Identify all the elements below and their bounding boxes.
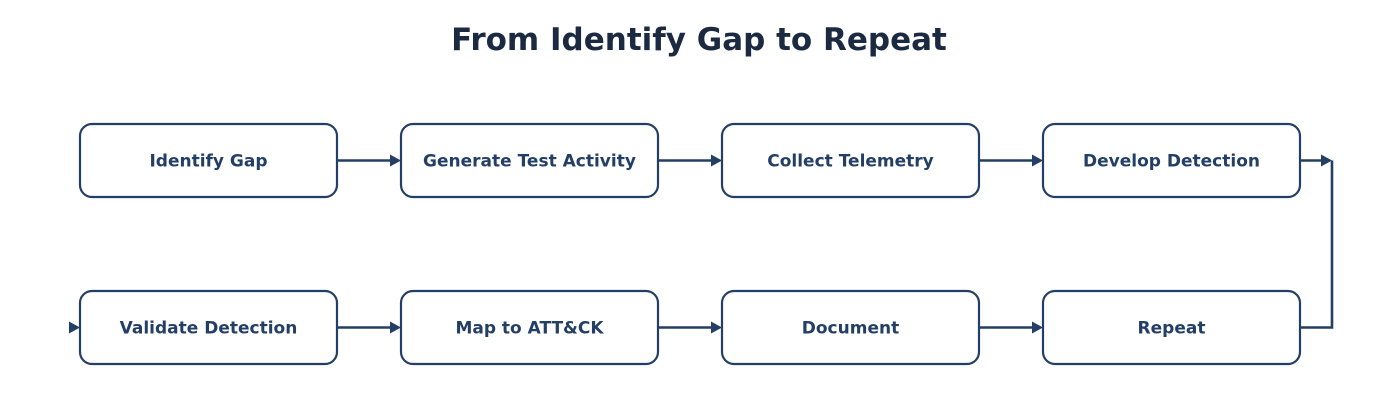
step-label: Identify Gap [149,152,267,172]
step-box [1041,122,1302,199]
step-label: Generate Test Activity [423,152,636,172]
step-node-identify-gap: Identify Gap [78,122,339,199]
connectors [69,154,1334,334]
arrowhead-icon [711,321,722,334]
step-node-develop-detection: Develop Detection [1041,122,1302,199]
step-box [720,122,981,199]
step-label: Validate Detection [120,319,298,339]
arrowhead-icon [1032,321,1043,334]
arrowhead-icon [1321,154,1332,167]
process-nodes: Identify Gap Generate Test Activity Collec… [78,122,1302,366]
step-label: Document [802,319,899,339]
step-box [399,289,660,366]
step-label: Collect Telemetry [767,152,934,172]
wrap-connector [1300,160,1334,329]
step-label: Map to ATT&CK [455,319,604,339]
step-box [78,289,339,366]
arrowhead-icon [390,154,401,167]
arrowhead-icon [390,321,401,334]
step-box [720,289,981,366]
arrowhead-icon [1032,154,1043,167]
step-box [1041,289,1302,366]
diagram-title: From Identify Gap to Repeat [451,22,947,58]
step-node-validate-detection: Validate Detection [78,289,339,366]
step-node-document: Document [720,289,981,366]
step-label: Repeat [1138,319,1206,339]
step-node-map-to-attandck: Map to ATT&CK [399,289,660,366]
step-node-repeat: Repeat [1041,289,1302,366]
step-label: Develop Detection [1083,152,1260,172]
step-node-generate-test-activity: Generate Test Activity [399,122,660,199]
step-box [399,122,660,199]
arrowhead-icon [69,321,80,334]
step-node-collect-telemetry: Collect Telemetry [720,122,981,199]
arrowhead-icon [711,154,722,167]
step-box [78,122,339,199]
